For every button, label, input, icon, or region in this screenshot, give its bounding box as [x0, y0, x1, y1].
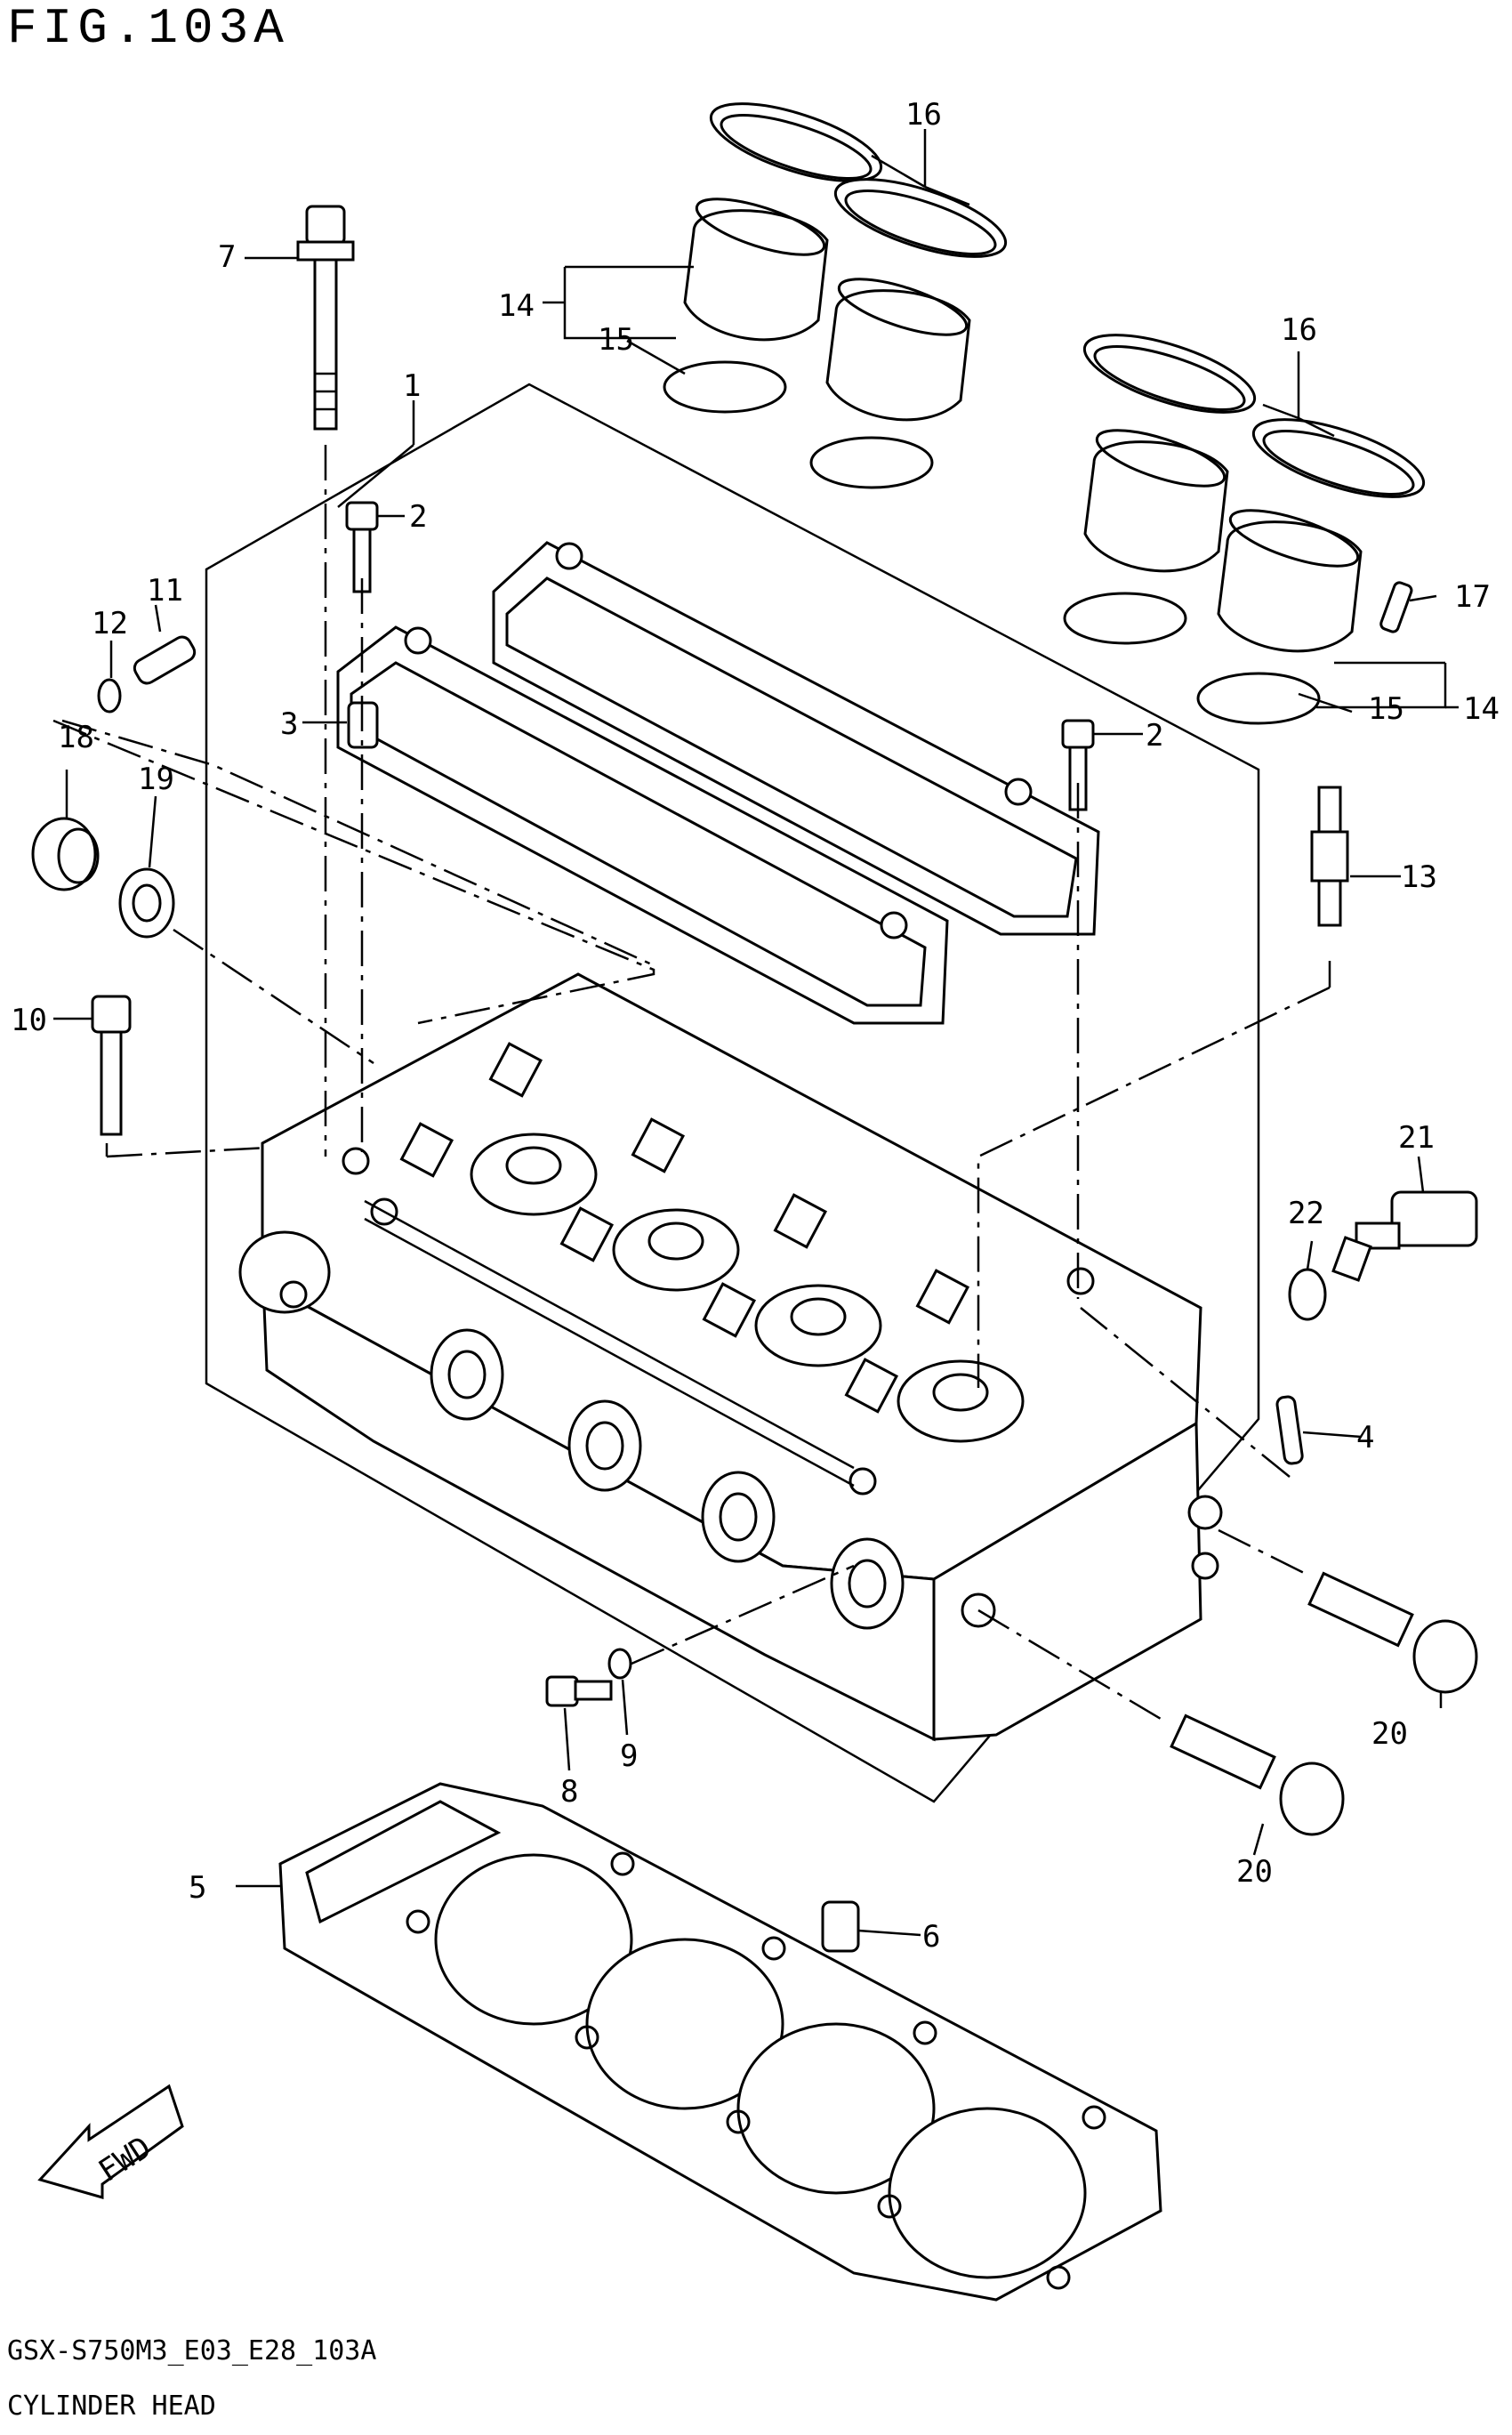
fwd-arrow-icon: FWD	[37, 2084, 184, 2199]
callout-15-lower: 15	[1368, 691, 1404, 727]
callout-11: 11	[147, 573, 183, 609]
intake-pipe-set-upper	[663, 102, 1008, 489]
callout-9: 9	[620, 1738, 638, 1774]
figure-title: FIG.103A	[7, 0, 289, 57]
callout-labels: 1 2 2 3 4 5 6 7 8 9 10 11 12 13 14 14 15…	[11, 97, 1500, 1955]
callout-14-upper: 14	[498, 288, 535, 324]
assembly-center-lines	[52, 445, 1331, 1723]
diagram-code: GSX-S750M3_E03_E28_103A	[7, 2335, 377, 2366]
intake-pipe-set-lower	[1063, 334, 1426, 725]
washer-12	[97, 678, 122, 714]
callout-17: 17	[1454, 579, 1491, 615]
bolt-8	[545, 1675, 613, 1707]
callout-2-upper: 2	[409, 499, 427, 535]
callout-18: 18	[58, 720, 94, 755]
bolt-7	[296, 205, 355, 431]
bolt-20-lower	[1170, 1713, 1345, 1836]
diagram-name: CYLINDER HEAD	[7, 2391, 216, 2422]
cylinder-head-gasket	[278, 1782, 1162, 2302]
callout-4: 4	[1356, 1420, 1374, 1455]
leader-lines	[53, 129, 1459, 1937]
callout-22: 22	[1288, 1196, 1324, 1231]
callout-5: 5	[189, 1870, 206, 1906]
gasket-19	[118, 867, 175, 939]
callout-12: 12	[92, 606, 128, 641]
callout-14-lower: 14	[1463, 691, 1500, 727]
callout-3: 3	[280, 706, 298, 742]
spark-plug-13	[1310, 786, 1349, 927]
bolt-10	[91, 995, 132, 1136]
plug-18	[31, 817, 100, 891]
callout-10: 10	[11, 1003, 47, 1038]
callout-20-lower: 20	[1236, 1854, 1273, 1890]
camshaft-holder-rear	[492, 541, 1100, 936]
callout-7: 7	[218, 239, 236, 275]
callout-13: 13	[1401, 859, 1437, 895]
callout-2-lower: 2	[1146, 718, 1163, 754]
bolt-20-upper	[1307, 1571, 1478, 1694]
callout-16-lower: 16	[1281, 312, 1317, 348]
washer-9	[607, 1648, 632, 1680]
sensor-21	[1331, 1190, 1478, 1282]
o-ring-22	[1288, 1268, 1327, 1321]
callout-19: 19	[138, 762, 174, 797]
dowel-pin-6	[821, 1900, 860, 1953]
cylinder-head-drawing	[238, 972, 1223, 1742]
pin-4	[1275, 1395, 1304, 1465]
callout-16-upper: 16	[905, 97, 942, 133]
cylinder-head-assembly-outline	[205, 383, 1260, 1803]
callout-6: 6	[922, 1919, 940, 1955]
fitting-11	[133, 635, 197, 685]
screw-17	[1379, 581, 1413, 633]
callout-21: 21	[1398, 1120, 1435, 1156]
callout-1: 1	[403, 368, 421, 404]
callout-8: 8	[560, 1774, 578, 1810]
callout-20-upper: 20	[1371, 1716, 1408, 1752]
callout-15-upper: 15	[598, 322, 634, 358]
